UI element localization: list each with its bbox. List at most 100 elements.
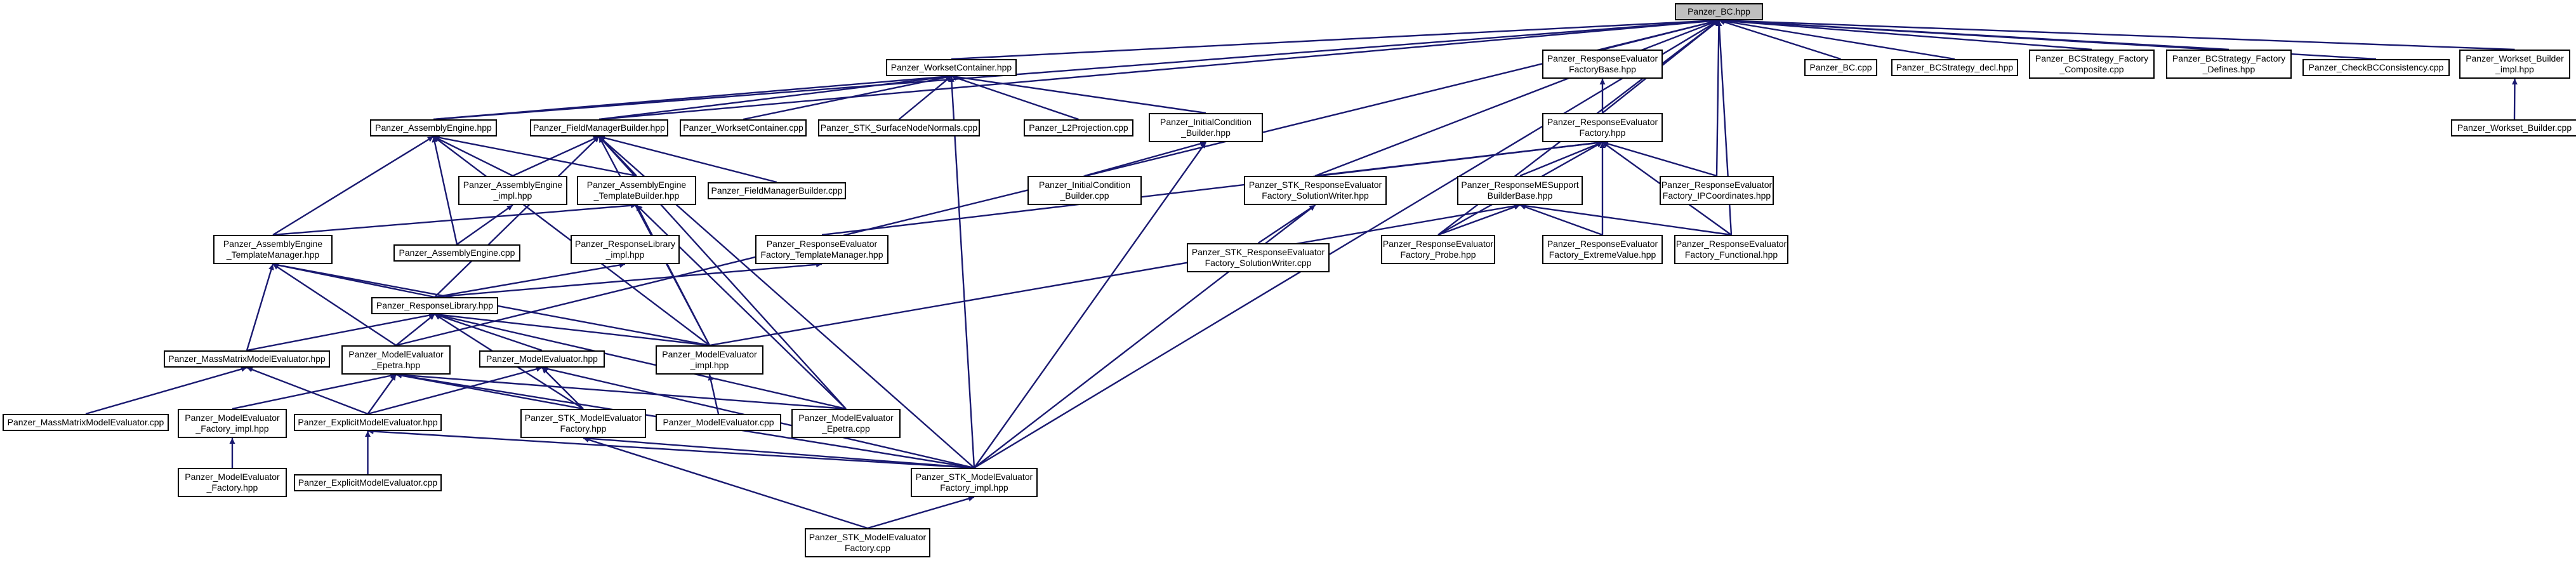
node-panzer-workset-container-hpp[interactable]: Panzer_WorksetContainer.hpp (886, 59, 1017, 76)
node-panzer-assembly-engine-template-builder-hpp[interactable]: Panzer_AssemblyEngine_TemplateBuilder.hp… (577, 176, 696, 205)
node-panzer-stk-surface-node-normals-cpp[interactable]: Panzer_STK_SurfaceNodeNormals.cpp (818, 119, 980, 136)
edge-wc_cpp-to-wc_hpp (743, 74, 952, 121)
edge-stk_mef_hpp-to-me_hpp (541, 367, 584, 409)
edge-rme_sbb-to-ref_hpp (1519, 141, 1603, 177)
edge-mee_cpp-to-mee_hpp (395, 372, 847, 410)
edge-ref_ipc-to-bc_hpp (1715, 20, 1722, 176)
edge-bcs_decl-to-bc_hpp (1719, 18, 1955, 60)
edge-mef_impl-to-mee_hpp (232, 373, 397, 410)
edge-wb_impl-to-bc_hpp (1719, 17, 2515, 51)
edge-stk_mef_impl-to-eme_hpp (367, 429, 975, 469)
edge-me_impl-to-rl_hpp (434, 312, 710, 347)
edge-stk_mef_impl-to-wc_hpp (949, 76, 975, 469)
node-panzer-check-bc-consistency-cpp[interactable]: Panzer_CheckBCConsistency.cpp (2302, 59, 2450, 76)
edge-wb_cpp-to-wb_impl (2511, 78, 2518, 120)
node-panzer-field-manager-builder-hpp[interactable]: Panzer_FieldManagerBuilder.hpp (530, 119, 668, 136)
edge-mee_hpp-to-ae_tm (272, 263, 397, 347)
node-panzer-explicit-model-evaluator-cpp[interactable]: Panzer_ExplicitModelEvaluator.cpp (294, 474, 442, 491)
node-panzer-workset-builder-cpp[interactable]: Panzer_Workset_Builder.cpp (2451, 119, 2576, 136)
edge-ae_hpp-to-wc_hpp (433, 74, 952, 121)
edge-rl_hpp-to-fmb_hpp (434, 136, 600, 298)
node-panzer-model-evaluator-cpp[interactable]: Panzer_ModelEvaluator.cpp (656, 414, 781, 431)
edge-icb_cpp-to-icb_hpp (1084, 141, 1206, 177)
node-panzer-model-evaluator-epetra-hpp[interactable]: Panzer_ModelEvaluator_Epetra.hpp (341, 345, 451, 375)
node-panzer-bcstrategy-decl-hpp[interactable]: Panzer_BCStrategy_decl.hpp (1891, 59, 2018, 76)
node-panzer-model-evaluator-hpp[interactable]: Panzer_ModelEvaluator.hpp (479, 350, 605, 368)
edge-eme_hpp-to-mmme_hpp (246, 366, 368, 415)
node-panzer-l2-projection-cpp[interactable]: Panzer_L2Projection.cpp (1024, 119, 1133, 136)
edge-ae_hpp-to-bc_hpp (433, 18, 1719, 121)
node-panzer-bcstrategy-factory-defines-hpp[interactable]: Panzer_BCStrategy_Factory_Defines.hpp (2166, 50, 2292, 79)
edge-ae_impl-to-fmb_hpp (512, 135, 600, 177)
node-panzer-assembly-engine-impl-hpp[interactable]: Panzer_AssemblyEngine_impl.hpp (458, 176, 567, 205)
edge-bcs_fc-to-bc_hpp (1719, 18, 2092, 51)
edge-me_cpp-to-me_impl (708, 374, 720, 415)
node-panzer-workset-builder-impl-hpp[interactable]: Panzer_Workset_Builder_impl.hpp (2459, 50, 2570, 79)
edge-stk_ref_sw-to-bc_hpp (1315, 19, 1719, 177)
edge-ref_tm-to-ref_hpp (821, 140, 1603, 236)
edge-ref_probe-to-rme_sbb (1437, 204, 1521, 236)
edge-ae_tm-to-ae_hpp (272, 135, 434, 236)
edge-stk_sn-to-wc_hpp (898, 76, 952, 120)
node-panzer-assembly-engine-hpp[interactable]: Panzer_AssemblyEngine.hpp (370, 119, 497, 136)
edge-mmme_hpp-to-rl_hpp (246, 312, 435, 352)
node-panzer-assembly-engine-template-manager-hpp[interactable]: Panzer_AssemblyEngine_TemplateManager.hp… (213, 235, 333, 264)
edge-rl_hpp-to-rl_impl (434, 262, 626, 298)
node-panzer-field-manager-builder-cpp[interactable]: Panzer_FieldManagerBuilder.cpp (708, 182, 846, 199)
edge-eme_hpp-to-mee_hpp (367, 374, 397, 415)
edge-icb_hpp-to-wc_hpp (951, 74, 1206, 114)
edge-ref_func-to-rme_sbb (1519, 203, 1732, 236)
node-panzer-model-evaluator-factory-hpp[interactable]: Panzer_ModelEvaluator_Factory.hpp (178, 468, 287, 497)
node-panzer-model-evaluator-epetra-cpp[interactable]: Panzer_ModelEvaluator_Epetra.cpp (791, 409, 901, 438)
node-panzer-assembly-engine-cpp[interactable]: Panzer_AssemblyEngine.cpp (393, 244, 520, 262)
edge-ref_ipc-to-ref_hpp (1602, 141, 1717, 177)
edge-mee_cpp-to-rl_hpp (434, 312, 847, 410)
edge-stk_ref_sw_cpp-to-stk_ref_sw (1257, 204, 1316, 244)
node-panzer-initial-condition-builder-cpp[interactable]: Panzer_InitialCondition_Builder.cpp (1027, 176, 1142, 205)
edge-bc_cpp-to-bc_hpp (1719, 19, 1841, 60)
node-panzer-workset-container-cpp[interactable]: Panzer_WorksetContainer.cpp (680, 119, 807, 136)
node-panzer-bcstrategy-factory-composite-cpp[interactable]: Panzer_BCStrategy_Factory_Composite.cpp (2029, 50, 2155, 79)
edge-wc_hpp-to-bc_hpp (951, 17, 1719, 60)
edge-me_impl-to-rme_sbb (709, 203, 1521, 347)
node-panzer-mass-matrix-model-evaluator-hpp[interactable]: Panzer_MassMatrixModelEvaluator.hpp (164, 350, 330, 368)
node-panzer-bc-hpp[interactable]: Panzer_BC.hpp (1675, 3, 1763, 20)
node-panzer-bc-cpp[interactable]: Panzer_BC.cpp (1804, 59, 1877, 76)
edge-mmme_hpp-to-ae_tm (246, 263, 274, 351)
edge-fmb_cpp-to-fmb_hpp (598, 135, 777, 183)
node-panzer-model-evaluator-impl-hpp[interactable]: Panzer_ModelEvaluator_impl.hpp (656, 345, 763, 375)
node-panzer-model-evaluator-factory-impl-hpp[interactable]: Panzer_ModelEvaluator_Factory_impl.hpp (178, 409, 287, 438)
edge-mee_hpp-to-rl_hpp (395, 314, 435, 346)
edge-eme_hpp-to-me_hpp (367, 366, 543, 415)
node-panzer-initial-condition-builder-hpp[interactable]: Panzer_InitialCondition_Builder.hpp (1149, 113, 1263, 142)
edge-stk_mef_impl-to-icb_hpp (974, 142, 1206, 469)
edge-fmb_hpp-to-wc_hpp (598, 74, 952, 121)
edge-l2p-to-wc_hpp (951, 75, 1079, 121)
node-panzer-response-library-hpp[interactable]: Panzer_ResponseLibrary.hpp (371, 297, 498, 314)
edge-stk_mef_impl-to-bc_hpp (974, 19, 1720, 469)
edge-fmb_hpp-to-bc_hpp (598, 18, 1719, 121)
edge-stk_mef_impl-to-stk_mef_hpp (583, 435, 975, 469)
edge-mmme_cpp-to-mmme_hpp (85, 366, 248, 415)
edge-ref_ev-to-rme_sbb (1519, 204, 1603, 236)
edge-rl_hpp-to-ref_tm (434, 262, 822, 298)
edge-me_impl-to-ae_tb (635, 204, 711, 346)
edge-stk_mef_cpp-to-stk_mef_hpp (583, 437, 868, 529)
node-panzer-explicit-model-evaluator-hpp[interactable]: Panzer_ExplicitModelEvaluator.hpp (294, 414, 442, 431)
edge-ae_cpp-to-ae_hpp (432, 136, 458, 245)
node-panzer-mass-matrix-model-evaluator-cpp[interactable]: Panzer_MassMatrixModelEvaluator.cpp (3, 414, 169, 431)
node-panzer-response-library-impl-hpp[interactable]: Panzer_ResponseLibrary_impl.hpp (571, 235, 680, 264)
